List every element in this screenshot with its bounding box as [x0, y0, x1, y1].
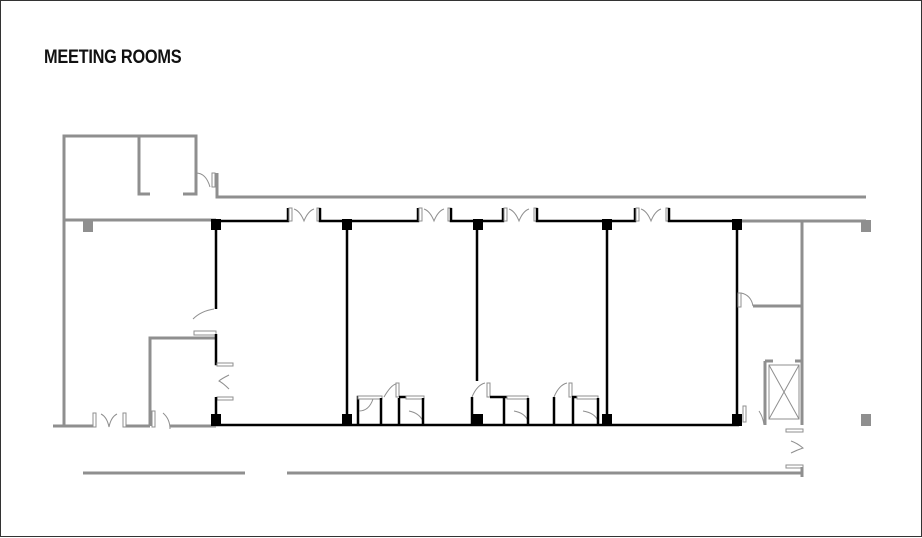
lower-left-rooms	[53, 330, 234, 430]
meeting-rooms-top-wall	[216, 207, 739, 223]
structural-columns	[83, 219, 871, 426]
elevator-x-icon	[768, 364, 800, 420]
room-partitions	[192, 221, 739, 421]
right-core	[737, 221, 805, 477]
page-title: MEETING ROOMS	[44, 47, 182, 68]
elevator-shaft	[768, 364, 800, 420]
storage-closets	[356, 382, 600, 425]
upper-left-rooms	[62, 134, 866, 220]
